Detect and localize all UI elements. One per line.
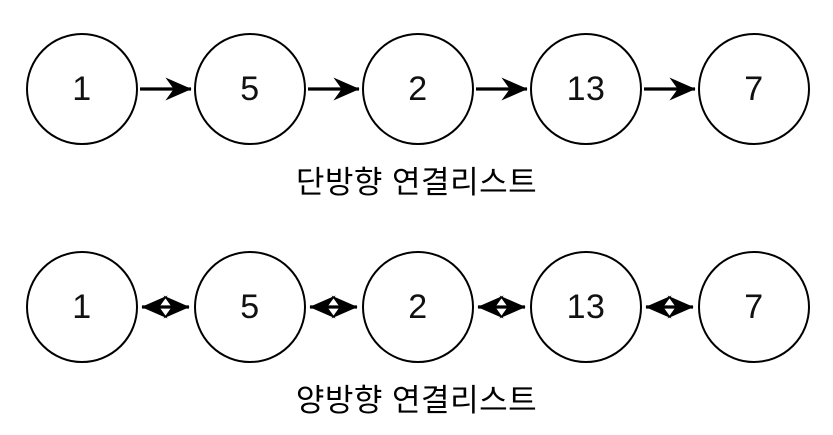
doubly-node-row: 1 5 2 13 7 [0, 220, 833, 370]
singly-node-row: 1 5 2 13 7 [0, 0, 833, 150]
node-value: 13 [566, 288, 606, 326]
node-value: 1 [72, 70, 92, 108]
singly-link-arrows [140, 77, 696, 101]
list-node[interactable]: 7 [698, 33, 810, 145]
list-node[interactable]: 2 [362, 33, 474, 145]
list-node[interactable]: 5 [194, 33, 306, 145]
node-value: 13 [566, 70, 606, 108]
doubly-link-arrows [141, 295, 694, 319]
node-value: 2 [408, 288, 428, 326]
doubly-linked-list-diagram: 1 5 2 13 7 양방향 연결리스트 [0, 220, 833, 435]
node-value: 5 [240, 70, 260, 108]
list-node[interactable]: 13 [530, 251, 642, 363]
diagram-caption: 양방향 연결리스트 [295, 383, 538, 418]
singly-linked-list-diagram: 1 5 2 13 7 단방향 연결리스트 [0, 0, 833, 215]
diagram-caption: 단방향 연결리스트 [295, 165, 538, 200]
list-node[interactable]: 2 [362, 251, 474, 363]
node-value: 1 [72, 288, 92, 326]
list-node[interactable]: 7 [698, 251, 810, 363]
node-value: 5 [240, 288, 260, 326]
list-node[interactable]: 5 [194, 251, 306, 363]
list-node[interactable]: 1 [26, 251, 138, 363]
list-node[interactable]: 13 [530, 33, 642, 145]
list-node[interactable]: 1 [26, 33, 138, 145]
node-value: 7 [744, 288, 764, 326]
node-value: 7 [744, 70, 764, 108]
node-value: 2 [408, 70, 428, 108]
